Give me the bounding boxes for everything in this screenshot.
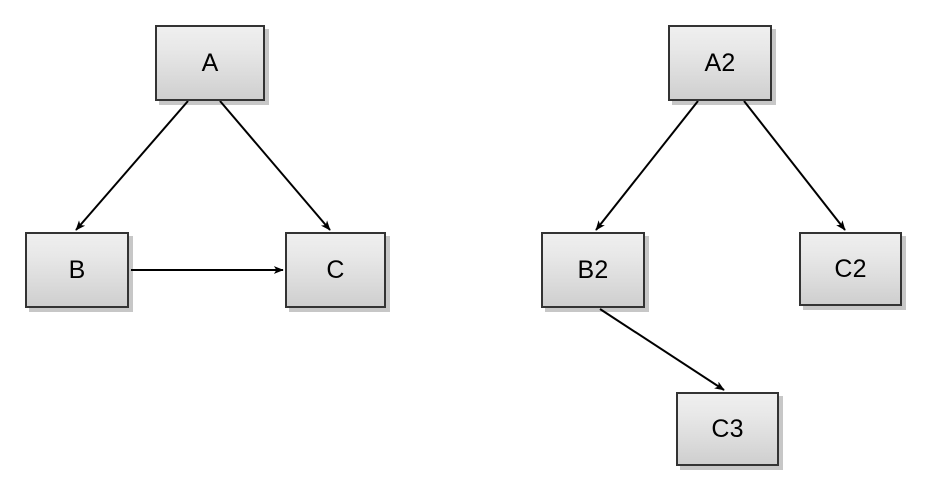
node-c3[interactable]: C3 bbox=[676, 392, 779, 466]
node-b2[interactable]: B2 bbox=[541, 232, 645, 308]
edge-b2-to-c3 bbox=[599, 308, 725, 391]
node-label-c2: C2 bbox=[834, 254, 867, 283]
edge-a-to-b bbox=[75, 100, 189, 231]
node-label-a: A bbox=[201, 48, 219, 77]
node-label-b2: B2 bbox=[577, 255, 609, 284]
node-label-c: C bbox=[326, 255, 345, 284]
node-label-a2: A2 bbox=[704, 48, 736, 77]
node-a[interactable]: A bbox=[155, 25, 265, 101]
node-a2[interactable]: A2 bbox=[668, 25, 772, 101]
edge-a2-to-b2 bbox=[595, 100, 699, 231]
node-label-c3: C3 bbox=[711, 414, 744, 443]
edge-a2-to-c2 bbox=[743, 100, 846, 231]
node-b[interactable]: B bbox=[25, 232, 129, 308]
edges-group bbox=[75, 100, 846, 391]
node-c[interactable]: C bbox=[285, 232, 386, 308]
node-label-b: B bbox=[68, 255, 86, 284]
node-c2[interactable]: C2 bbox=[799, 232, 902, 306]
edge-a-to-c bbox=[219, 100, 331, 231]
